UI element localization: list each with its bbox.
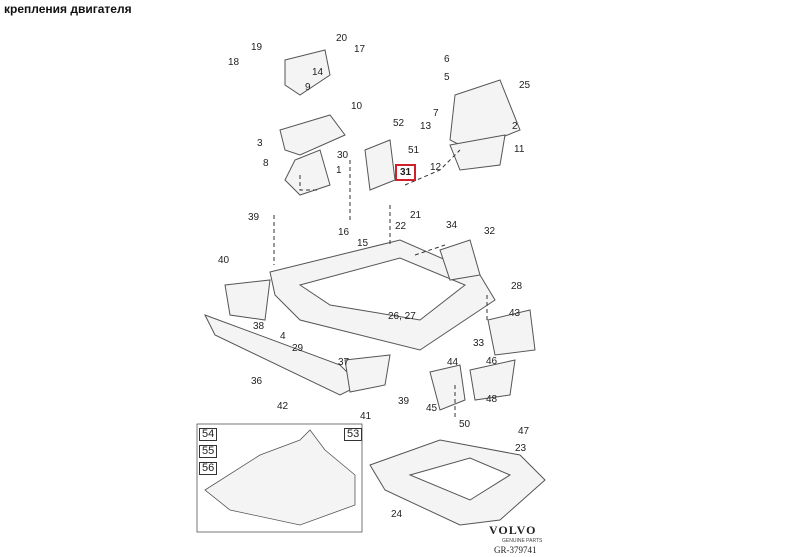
part-label[interactable]: 38 [253, 321, 265, 332]
part-label[interactable]: 19 [251, 42, 263, 53]
part-label[interactable]: 36 [251, 376, 263, 387]
diagram-id: GR-379741 [494, 545, 537, 555]
part-label[interactable]: 34 [446, 220, 458, 231]
brand-logo: VOLVO [489, 523, 537, 537]
part-label[interactable]: 12 [430, 162, 442, 173]
part-label[interactable]: 4 [280, 331, 286, 342]
inset-item[interactable]: 54 [199, 428, 218, 441]
part-label[interactable]: 44 [447, 357, 459, 368]
part-label[interactable]: 24 [391, 509, 403, 520]
part-label[interactable]: 25 [519, 80, 531, 91]
part-label[interactable]: 22 [395, 221, 407, 232]
part-label[interactable]: 14 [312, 67, 324, 78]
part-label[interactable]: 3 [257, 138, 263, 149]
part-label[interactable]: 6 [444, 54, 450, 65]
part-label[interactable]: 23 [515, 443, 527, 454]
part-label[interactable]: 51 [408, 145, 420, 156]
part-label[interactable]: 47 [518, 426, 530, 437]
part-label[interactable]: 48 [486, 394, 498, 405]
part-label[interactable]: 2 [512, 121, 518, 132]
part-label[interactable]: 10 [351, 101, 363, 112]
inset-item[interactable]: 56 [199, 462, 218, 475]
part-label[interactable]: 30 [337, 150, 349, 161]
part-label[interactable]: 39 [398, 396, 410, 407]
part-label[interactable]: 41 [360, 411, 372, 422]
part-label[interactable]: 5 [444, 72, 450, 83]
part-label[interactable]: 9 [305, 82, 311, 93]
part-label[interactable]: 40 [218, 255, 230, 266]
part-label[interactable]: 11 [514, 144, 525, 155]
part-label[interactable]: 7 [433, 108, 439, 119]
part-label[interactable]: 17 [354, 44, 366, 55]
part-label[interactable]: 15 [357, 238, 369, 249]
part-label[interactable]: 29 [292, 343, 304, 354]
engine-mount-left [279, 114, 346, 156]
part-label[interactable]: 16 [338, 227, 350, 238]
inset-label[interactable]: 53 [344, 428, 363, 441]
brand-subtitle: GENUINE PARTS [502, 538, 543, 544]
page-title: крепления двигателя [4, 2, 132, 16]
part-label[interactable]: 18 [228, 57, 240, 68]
part-label[interactable]: 21 [410, 210, 422, 221]
part-label[interactable]: 46 [486, 356, 498, 367]
part-label[interactable]: 26, 27 [388, 311, 416, 322]
part-label[interactable]: 33 [473, 338, 485, 349]
part-label[interactable]: 20 [336, 33, 348, 44]
part-label-highlighted[interactable]: 31 [395, 164, 417, 181]
part-label[interactable]: 8 [263, 158, 269, 169]
part-label[interactable]: 52 [393, 118, 405, 129]
part-label[interactable]: 50 [459, 419, 471, 430]
part-label[interactable]: 39 [248, 212, 260, 223]
part-label[interactable]: 45 [426, 403, 438, 414]
torque-rod [364, 139, 396, 191]
part-label[interactable]: 37 [338, 357, 350, 368]
part-label[interactable]: 42 [277, 401, 289, 412]
part-label[interactable]: 13 [420, 121, 432, 132]
inset-item[interactable]: 55 [199, 445, 218, 458]
part-label[interactable]: 32 [484, 226, 496, 237]
part-label[interactable]: 1 [336, 165, 342, 176]
part-label[interactable]: 28 [511, 281, 523, 292]
part-label[interactable]: 43 [509, 308, 521, 319]
